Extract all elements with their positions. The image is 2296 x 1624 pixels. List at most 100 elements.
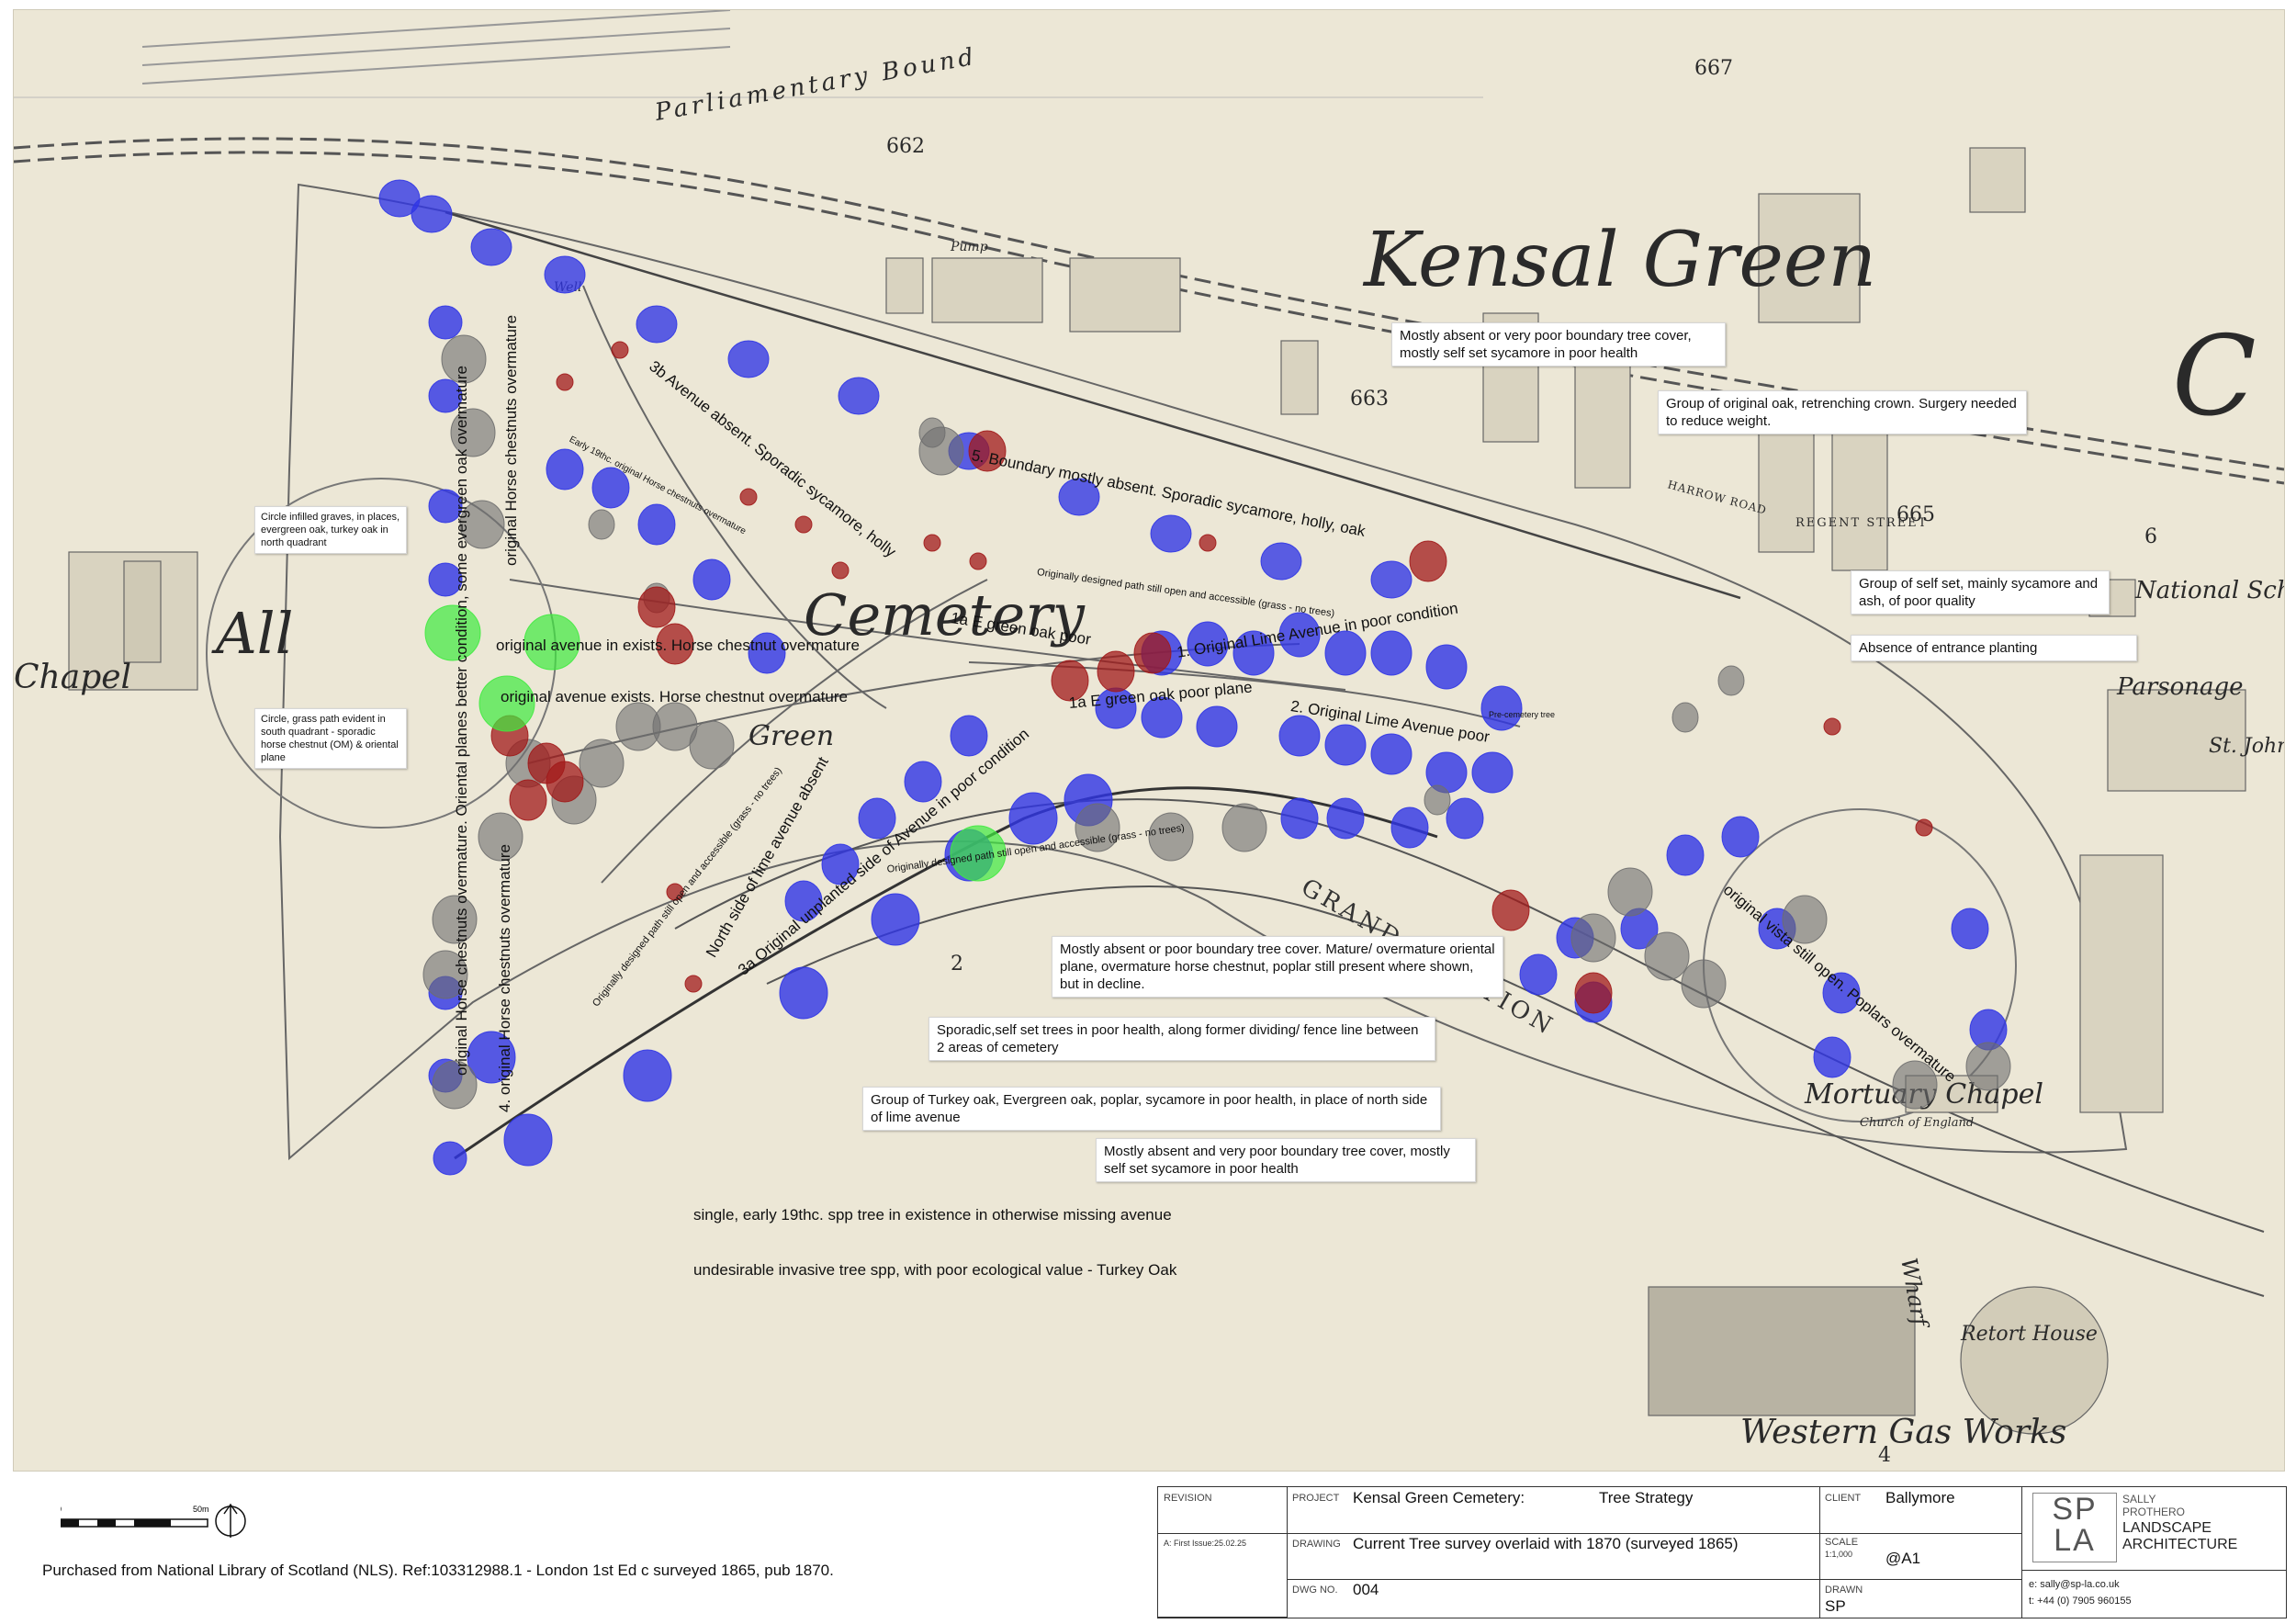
tree-marker-red [1491, 889, 1530, 931]
plot-2: 2 [951, 953, 963, 976]
tree-marker-green [950, 825, 1007, 882]
tree-marker-grey [441, 334, 487, 384]
tree-marker-red [1915, 818, 1933, 837]
tree-marker-blue [1721, 816, 1760, 858]
tree-marker-grey [918, 417, 946, 448]
tree-marker-blue [428, 378, 463, 413]
tree-marker-blue [1390, 806, 1429, 849]
tree-marker-green [478, 675, 535, 732]
tree-marker-grey [579, 739, 625, 788]
tree-marker-red [1199, 534, 1217, 552]
tree-marker-blue [1278, 715, 1321, 757]
tree-marker-blue [692, 558, 731, 601]
tree-marker-blue [428, 562, 463, 597]
tree-marker-blue [1232, 630, 1275, 676]
tree-marker-blue [1370, 733, 1412, 775]
dwg-label: DWG NO. [1292, 1585, 1338, 1596]
tree-marker-blue [1370, 630, 1412, 676]
tree-marker-grey [432, 1060, 478, 1110]
st-johns-label: St. John's C [2209, 735, 2284, 758]
tree-marker-blue [378, 179, 421, 218]
tree-marker-blue [727, 340, 770, 378]
drawing-label: DRAWING [1292, 1539, 1341, 1550]
tree-marker-blue [1196, 705, 1238, 748]
tree-marker-blue [623, 1049, 672, 1102]
note-original-oak: Group of original oak, retrenching crown… [1658, 390, 2027, 434]
tree-marker-red [1097, 650, 1135, 693]
tree-marker-red [794, 515, 813, 534]
tree-marker-blue [1280, 797, 1319, 840]
avenue-label-2: original avenue exists. Horse chestnut o… [501, 688, 848, 705]
tree-marker-blue [1324, 724, 1367, 766]
tree-marker-blue [1519, 953, 1558, 996]
chapel-label: Chapel [14, 659, 131, 696]
tree-marker-blue [1260, 542, 1302, 581]
tree-marker-green [424, 604, 481, 661]
buildings [68, 147, 2246, 1435]
tree-marker-grey [1570, 913, 1616, 963]
green-label: Green [748, 720, 834, 752]
company-name-4: ARCHITECTURE [2122, 1537, 2238, 1552]
tree-marker-blue [636, 305, 678, 344]
tree-marker-grey [478, 812, 523, 862]
tree-marker-blue [779, 966, 828, 1020]
tree-marker-grey [1148, 812, 1194, 862]
avenue-label-10: original Horse chestnuts overmature. Ori… [453, 366, 470, 1076]
scale-value: @A1 [1885, 1550, 1921, 1567]
cemetery-label: Cemetery [804, 581, 1086, 648]
western-gas-works-label: Western Gas Works [1740, 1414, 2066, 1451]
tree-marker-blue [428, 489, 463, 524]
scale-end: 50m [193, 1505, 209, 1514]
tree-marker-grey [1607, 867, 1653, 917]
title-block: REVISION A: First Issue:25.02.25 PROJECT… [1157, 1486, 2287, 1618]
national-school-label: National Sch [2134, 577, 2284, 604]
tree-marker-red [1051, 660, 1089, 702]
drawn-value: SP [1825, 1597, 1846, 1615]
pre-cemetery-tree-label: Pre-cemetery tree [1489, 710, 1556, 719]
tree-marker-grey [422, 950, 468, 999]
tree-marker-blue [1278, 612, 1321, 658]
tree-marker-red [1574, 972, 1613, 1014]
company-name-3: LANDSCAPE [2122, 1520, 2212, 1536]
scale-bar-graphic: 0 50m [57, 1503, 246, 1538]
tree-marker-red [611, 341, 629, 359]
company-name-1: SALLY [2122, 1493, 2156, 1506]
legend-line-1: single, early 19thc. spp tree in existen… [693, 1206, 1172, 1224]
historic-map: Kensal Green All Cemetery Chapel Green M… [13, 9, 2285, 1472]
tree-marker-blue [467, 1031, 516, 1084]
tree-marker-red [546, 761, 584, 803]
tree-marker-grey [1965, 1042, 2011, 1091]
tree-marker-blue [1058, 478, 1100, 516]
note-entrance-planting: Absence of entrance planting [1851, 635, 2137, 661]
tree-marker-blue [1326, 797, 1365, 840]
tree-marker-blue [748, 632, 786, 674]
note-circle-south: Circle, grass path evident in south quad… [254, 708, 407, 769]
kensal-green-label: Kensal Green [1362, 217, 1876, 304]
all-label: All [211, 600, 293, 667]
parsonage-label: Parsonage [2116, 673, 2244, 701]
tree-marker-grey [1424, 784, 1451, 816]
tree-marker-red [923, 534, 941, 552]
tree-marker-blue [904, 761, 942, 803]
drawing-footer: 0 50m Purchased from National Library of… [0, 1470, 2296, 1624]
tree-marker-blue [1187, 621, 1229, 667]
tree-marker-red [666, 883, 684, 901]
tree-marker-blue [871, 893, 920, 946]
note-lime-avenue-north: Group of Turkey oak, Evergreen oak, popl… [862, 1087, 1441, 1131]
pump-label: Pump [950, 240, 988, 254]
regent-street-label: REGENT STREET [1795, 516, 1928, 530]
tree-marker-blue [1425, 644, 1468, 690]
tree-marker-blue [1666, 834, 1705, 876]
revision-label: REVISION [1164, 1493, 1212, 1504]
tree-marker-blue [1324, 630, 1367, 676]
plot-667: 667 [1694, 57, 1733, 80]
tree-marker-red [1823, 717, 1841, 736]
tree-marker-red [684, 975, 703, 993]
tree-marker-blue [503, 1113, 553, 1167]
tree-marker-red [969, 552, 987, 570]
tree-marker-grey [1221, 803, 1267, 852]
tree-marker-blue [950, 715, 988, 757]
tree-marker-blue [591, 467, 630, 509]
tree-marker-grey [1644, 931, 1690, 981]
plot-662: 662 [886, 135, 925, 158]
